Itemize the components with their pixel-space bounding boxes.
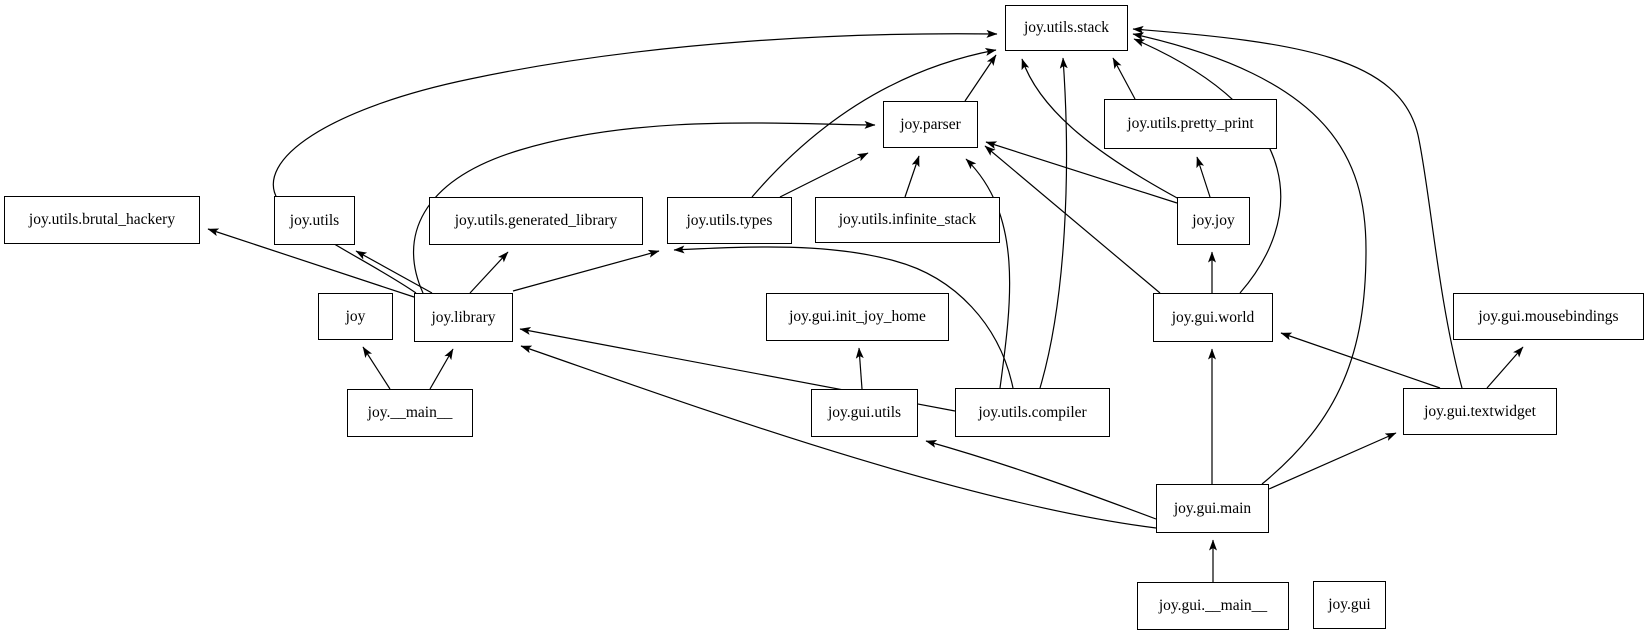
edge-joy.gui.world-to-joy.parser xyxy=(984,145,1161,294)
edge-joy.gui.textwidget-to-joy.gui.mousebindings xyxy=(1486,346,1524,389)
edge-joy.utils.compiler-to-joy.parser xyxy=(965,158,1011,389)
node-joy-utils-infinite-stack: joy.utils.infinite_stack xyxy=(815,197,1000,243)
edge-joy.library-to-joy.utils.generated_library xyxy=(469,251,509,294)
edge-joy.utils.types-to-joy.utils.stack xyxy=(751,48,997,198)
node-joy-gui-init-joy-home: joy.gui.init_joy_home xyxy=(766,293,949,341)
node-joy-utils: joy.utils xyxy=(274,196,355,245)
node-joy-utils-compiler: joy.utils.compiler xyxy=(955,388,1110,437)
edge-joy.library-to-joy.utils.brutal_hackery xyxy=(207,228,415,298)
edge-joy.utils.compiler-to-joy.utils.stack xyxy=(1039,57,1068,389)
edge-joy.joy-to-joy.utils.pretty_print xyxy=(1196,156,1211,198)
edge-joy.utils.infinite_stack-to-joy.parser xyxy=(904,155,920,198)
edge-joy.gui.world-to-joy.utils.stack xyxy=(1133,38,1282,294)
edge-joy.utils.pretty_print-to-joy.utils.stack xyxy=(1112,57,1136,100)
node-joy-utils-stack: joy.utils.stack xyxy=(1005,5,1128,51)
edge-joy.utils.compiler-to-joy.utils.types xyxy=(673,245,1014,389)
edge-joy.joy-to-joy.parser xyxy=(985,141,1178,204)
node-joy-utils-generated-library: joy.utils.generated_library xyxy=(429,197,643,245)
edge-joy.gui.utils-to-joy.gui.init_joy_home xyxy=(855,347,864,390)
node-joy-utils-pretty-print: joy.utils.pretty_print xyxy=(1104,99,1277,149)
node-joy-main: joy.__main__ xyxy=(347,389,473,437)
edge-joy.gui.main-to-joy.gui.utils xyxy=(925,440,1157,520)
edge-joy.library-to-joy.parser xyxy=(412,120,876,294)
node-joy-joy: joy.joy xyxy=(1177,197,1250,245)
node-joy-gui-main: joy.gui.main xyxy=(1156,484,1269,533)
edge-joy.library-to-joy.utils.types xyxy=(512,249,660,292)
edge-joy.gui.main-to-joy.gui.textwidget xyxy=(1268,432,1397,490)
dependency-edges xyxy=(207,25,1524,582)
node-joy-library: joy.library xyxy=(414,293,513,342)
node-joy-gui-world: joy.gui.world xyxy=(1153,293,1273,342)
node-joy-gui: joy.gui xyxy=(1313,581,1386,629)
edge-joy.parser-to-joy.utils.stack xyxy=(964,54,997,102)
node-joy-gui-main-main: joy.gui.__main__ xyxy=(1137,582,1289,630)
edge-joy.__main__-to-joy xyxy=(362,346,391,390)
edge-joy.joy-to-joy.utils.stack xyxy=(1021,58,1180,200)
node-joy-gui-utils: joy.gui.utils xyxy=(811,389,918,437)
edge-joy.library-to-joy.utils.stack xyxy=(272,29,998,294)
edge-joy.gui.textwidget-to-joy.gui.world xyxy=(1280,332,1441,389)
edge-joy.library-to-joy.utils xyxy=(355,250,433,294)
node-joy-parser: joy.parser xyxy=(883,101,978,148)
edge-joy.gui.main-to-joy.utils.stack xyxy=(1132,32,1367,485)
edge-joy.gui.textwidget-to-joy.utils.stack xyxy=(1132,25,1463,389)
node-joy-gui-textwidget: joy.gui.textwidget xyxy=(1403,388,1557,435)
node-joy-utils-brutal-hackery: joy.utils.brutal_hackery xyxy=(4,196,200,244)
node-joy: joy xyxy=(318,293,393,340)
node-joy-utils-types: joy.utils.types xyxy=(667,197,792,244)
edge-joy.utils.types-to-joy.parser xyxy=(779,152,869,198)
node-joy-gui-mousebindings: joy.gui.mousebindings xyxy=(1453,293,1644,340)
edge-joy.__main__-to-joy.library xyxy=(429,348,454,390)
edge-joy.gui.main-to-joy.library xyxy=(520,345,1157,529)
